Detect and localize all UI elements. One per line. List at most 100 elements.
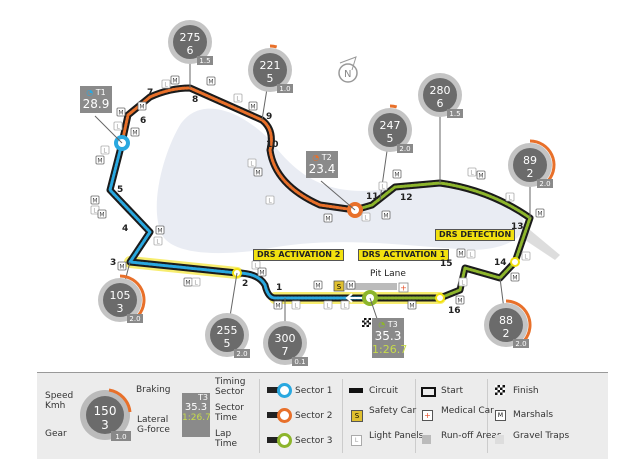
svg-text:M: M (92, 198, 97, 205)
svg-text:+: + (400, 284, 407, 293)
turn-number-10: 10 (266, 140, 279, 150)
turn-number-14: 14 (494, 258, 507, 268)
turn-number-3: 3 (110, 258, 117, 268)
gauge-g-force: 2.0 (515, 340, 526, 348)
svg-text:L: L (343, 303, 347, 310)
gravel-swatch (495, 435, 504, 444)
turn-number-9: 9 (266, 112, 273, 122)
svg-text:L: L (364, 215, 368, 222)
light-panel-icon: L (323, 300, 333, 310)
gauge-speed: 300 (275, 332, 296, 345)
light-panel-icon: L (191, 277, 201, 287)
finish-flag-icon (495, 385, 505, 395)
light-panel-icon: L (251, 260, 261, 270)
marshal-icon: M (456, 248, 466, 258)
marshal-icon: M (248, 101, 258, 111)
svg-text:L: L (381, 184, 385, 191)
turn-number-11: 11 (366, 192, 379, 202)
svg-text:M: M (478, 173, 483, 180)
svg-text:L: L (156, 239, 160, 246)
svg-text:L: L (294, 303, 298, 310)
braking-arc (269, 44, 278, 49)
legend-sample-lap: 1:26.7 (182, 413, 211, 423)
legend-sector3: Sector 3 (295, 436, 333, 446)
svg-text:M: M (139, 104, 144, 111)
gauge-speed: 89 (523, 154, 537, 167)
lap-time: 1:26.7 (372, 343, 408, 356)
legend-lap-time: Lap Time (215, 429, 238, 449)
svg-text:L: L (116, 124, 120, 131)
marshal-icon: M (257, 267, 267, 277)
marshal-icon: M (95, 155, 105, 165)
marshal-icon: M (313, 280, 323, 290)
marshal-icon: M (116, 107, 126, 117)
legend-sample-sector: T3 (198, 393, 208, 402)
gauge-speed: 255 (217, 324, 238, 337)
gauge-g-force: 2.0 (539, 180, 550, 188)
start-icon (421, 387, 436, 397)
medical-car-icon: + (398, 282, 409, 293)
light-panel-icon: L (351, 435, 362, 446)
legend-sector2-ring (277, 408, 292, 423)
svg-text:L: L (469, 252, 473, 259)
light-panel-icon: L (113, 121, 123, 131)
turn-number-6: 6 (140, 116, 147, 126)
steering-wheel-icon: ◔ (312, 153, 322, 162)
legend-gravel: Gravel Traps (513, 431, 570, 441)
svg-text:M: M (132, 130, 137, 137)
svg-text:M: M (457, 298, 462, 305)
legend-timing-box: T3 35.3 1:26.7 (182, 393, 211, 437)
marshal-icon: M (510, 272, 520, 282)
light-panel-icon: L (361, 212, 371, 222)
gauge-speed: 221 (260, 59, 281, 72)
turn-number-5: 5 (117, 185, 124, 195)
gauge-gear: 7 (282, 345, 289, 358)
light-panel-icon: L (153, 236, 163, 246)
gauge-speed: 247 (380, 119, 401, 132)
timing-header: ◔ T3 (372, 320, 404, 329)
timing-sector-label: T2 (321, 153, 332, 162)
light-panel-icon: L (467, 167, 477, 177)
gauge-g-force: 1.5 (199, 57, 210, 65)
timing-sector-label: T3 (387, 320, 398, 329)
svg-text:L: L (508, 195, 512, 202)
legend-runoff: Run-off Areas (441, 431, 502, 441)
legend-finish: Finish (513, 386, 539, 396)
turn-number-4: 4 (122, 224, 129, 234)
light-panel-icon: L (378, 181, 388, 191)
svg-text:M: M (512, 275, 517, 282)
light-panel-icon: L (291, 300, 301, 310)
svg-text:L: L (254, 263, 258, 270)
timing-sector-label: T1 (95, 88, 106, 97)
turn-number-1: 1 (276, 283, 283, 293)
marshal-icon: M (130, 127, 140, 137)
svg-text:L: L (194, 280, 198, 287)
start-arrow-icon (345, 293, 362, 303)
braking-arc (529, 139, 556, 182)
gauge-g-force: 1.5 (449, 110, 460, 118)
marshal-icon: M (97, 209, 107, 219)
svg-text:M: M (259, 270, 264, 277)
light-panel-icon: L (466, 249, 476, 259)
legend-sector1-ring (277, 383, 292, 398)
svg-text:M: M (172, 78, 177, 85)
marshal-icon: M (90, 195, 100, 205)
gauge-g-force: 1.0 (279, 85, 290, 93)
legend-medical-car: Medical Car (441, 406, 494, 416)
pit-lane-boxes (345, 283, 397, 290)
legend-gauge: 150 3 1.0 (80, 388, 132, 441)
braking-arc (505, 299, 532, 342)
braking-arc (119, 274, 146, 317)
gauge-gear: 2 (527, 167, 534, 180)
light-panel-icon: L (458, 277, 468, 287)
turn-number-7: 7 (147, 88, 154, 98)
legend-sample-gear: 3 (101, 418, 109, 432)
